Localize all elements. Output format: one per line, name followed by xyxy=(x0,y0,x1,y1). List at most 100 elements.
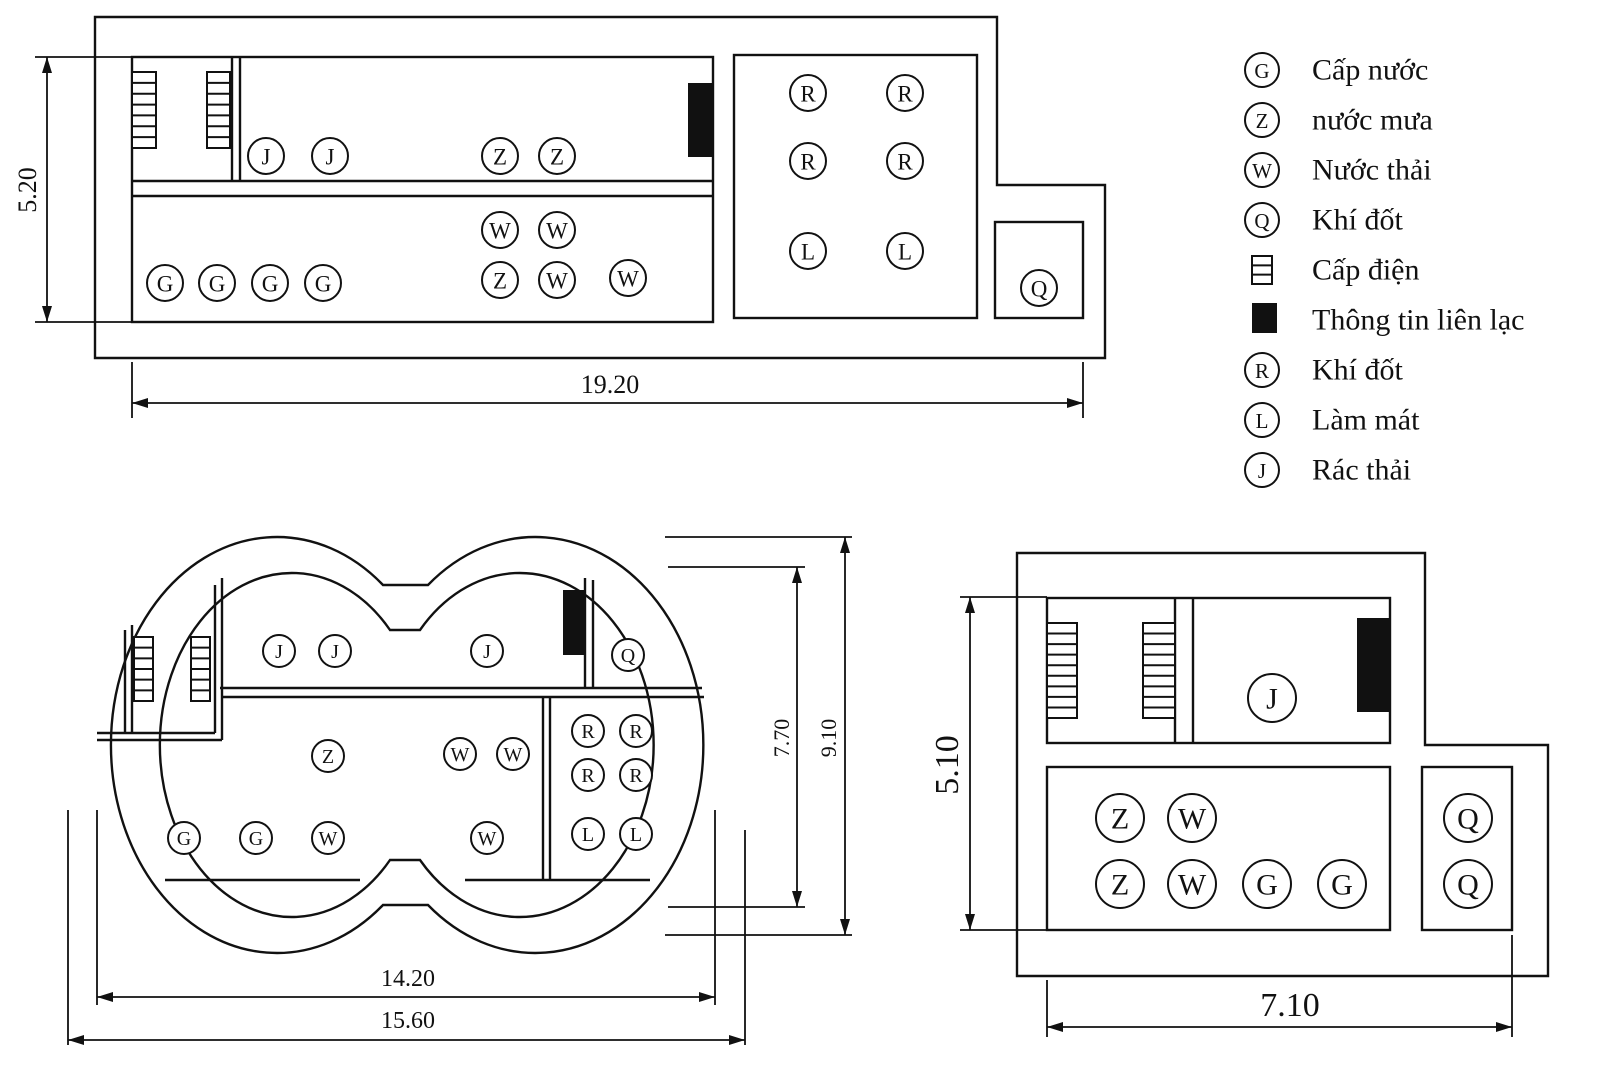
symbol-letter: Z xyxy=(550,145,564,170)
symbol-letter: W xyxy=(504,744,523,766)
symbol-w-icon: W xyxy=(470,821,504,855)
symbol-letter: Z xyxy=(1256,109,1269,133)
symbol-letter: R xyxy=(800,150,816,175)
legend-label: Nước thải xyxy=(1312,154,1432,187)
symbol-w-icon: W xyxy=(311,821,345,855)
symbol-q-icon: Q xyxy=(611,638,645,672)
symbol-l-icon: L xyxy=(619,817,653,851)
legend-label: Cấp nước xyxy=(1312,54,1428,87)
symbol-letter: R xyxy=(897,150,913,175)
symbol-z-icon: Z xyxy=(1244,102,1280,138)
symbol-z-icon: Z xyxy=(1095,793,1145,843)
symbol-g-icon: G xyxy=(239,821,273,855)
symbol-letter: R xyxy=(629,721,643,743)
legend-label: Cấp điện xyxy=(1312,254,1419,287)
symbol-q-icon: Q xyxy=(1443,793,1493,843)
symbol-w-icon: W xyxy=(1244,152,1280,188)
communication-block-icon xyxy=(563,590,585,655)
communication-block-icon xyxy=(688,83,713,157)
dimension-label-height: 5.10 xyxy=(929,735,966,795)
symbol-g-icon: G xyxy=(146,264,184,302)
symbol-letter: L xyxy=(1256,409,1269,433)
symbol-letter: Q xyxy=(1031,277,1048,302)
symbol-g-icon: G xyxy=(1242,859,1292,909)
symbol-letter: W xyxy=(546,219,568,244)
symbol-g-icon: G xyxy=(1317,859,1367,909)
top-outer-wall xyxy=(93,15,1107,360)
symbol-letter: J xyxy=(326,145,335,170)
small-outer-wall xyxy=(1015,551,1550,978)
legend-label: Rác thải xyxy=(1312,454,1411,487)
symbol-letter: J xyxy=(1258,459,1266,483)
symbol-letter: G xyxy=(249,828,263,850)
symbol-letter: G xyxy=(1256,869,1278,902)
legend-label: Khí đốt xyxy=(1312,204,1404,237)
symbol-letter: W xyxy=(478,828,497,850)
symbol-letter: R xyxy=(1255,359,1269,383)
symbol-j-icon: J xyxy=(318,634,352,668)
legend-item: R Khí đốt xyxy=(1244,352,1404,388)
symbol-letter: L xyxy=(801,240,815,265)
symbol-letter: W xyxy=(1178,869,1207,902)
symbol-z-icon: Z xyxy=(1095,859,1145,909)
symbol-letter: Q xyxy=(1254,209,1269,233)
symbol-w-icon: W xyxy=(1167,859,1217,909)
symbol-j-icon: J xyxy=(247,137,285,175)
symbol-letter: R xyxy=(581,765,595,787)
symbol-letter: G xyxy=(157,272,174,297)
symbol-w-icon: W xyxy=(1167,793,1217,843)
symbol-letter: W xyxy=(546,269,568,294)
symbol-w-icon: W xyxy=(496,737,530,771)
symbol-letter: G xyxy=(209,272,226,297)
symbol-letter: W xyxy=(489,219,511,244)
symbol-g-icon: G xyxy=(167,821,201,855)
top-left-chamber xyxy=(130,55,715,324)
symbol-r-icon: R xyxy=(571,758,605,792)
symbol-letter: Q xyxy=(621,645,636,667)
legend-item: J Rác thải xyxy=(1244,452,1411,488)
symbol-letter: G xyxy=(315,272,332,297)
cable-tray-icon xyxy=(1046,622,1078,719)
symbol-j-icon: J xyxy=(1247,673,1297,723)
communication-block-icon xyxy=(1252,303,1277,333)
symbol-letter: W xyxy=(319,828,338,850)
symbol-letter: G xyxy=(1254,59,1269,83)
legend-label: Khí đốt xyxy=(1312,354,1404,387)
symbol-w-icon: W xyxy=(443,737,477,771)
symbol-r-icon: R xyxy=(886,74,924,112)
cable-tray-icon xyxy=(190,636,211,702)
symbol-j-icon: J xyxy=(470,634,504,668)
cable-tray-icon xyxy=(206,71,231,149)
symbol-z-icon: Z xyxy=(311,739,345,773)
symbol-letter: J xyxy=(262,145,271,170)
symbol-letter: Z xyxy=(1111,869,1129,902)
symbol-g-icon: G xyxy=(304,264,342,302)
symbol-z-icon: Z xyxy=(481,137,519,175)
symbol-g-icon: G xyxy=(1244,52,1280,88)
cable-tray-icon xyxy=(133,636,154,702)
symbol-letter: W xyxy=(451,744,470,766)
symbol-letter: Z xyxy=(493,269,507,294)
dimension-label-outer-width: 15.60 xyxy=(381,1008,435,1034)
symbol-r-icon: R xyxy=(886,142,924,180)
symbol-j-icon: J xyxy=(311,137,349,175)
symbol-z-icon: Z xyxy=(481,261,519,299)
symbol-r-icon: R xyxy=(789,142,827,180)
symbol-letter: R xyxy=(897,82,913,107)
symbol-letter: R xyxy=(629,765,643,787)
symbol-letter: R xyxy=(581,721,595,743)
dimension-label-height: 5.20 xyxy=(13,167,42,213)
cable-tray-icon xyxy=(1251,255,1273,285)
symbol-letter: W xyxy=(1178,803,1207,836)
symbol-r-icon: R xyxy=(619,714,653,748)
symbol-w-icon: W xyxy=(538,211,576,249)
symbol-w-icon: W xyxy=(538,261,576,299)
symbol-r-icon: R xyxy=(571,714,605,748)
symbol-letter: Z xyxy=(493,145,507,170)
dimension-label-width: 7.10 xyxy=(1260,987,1320,1024)
communication-block-icon xyxy=(1357,618,1390,712)
symbol-letter: L xyxy=(898,240,912,265)
